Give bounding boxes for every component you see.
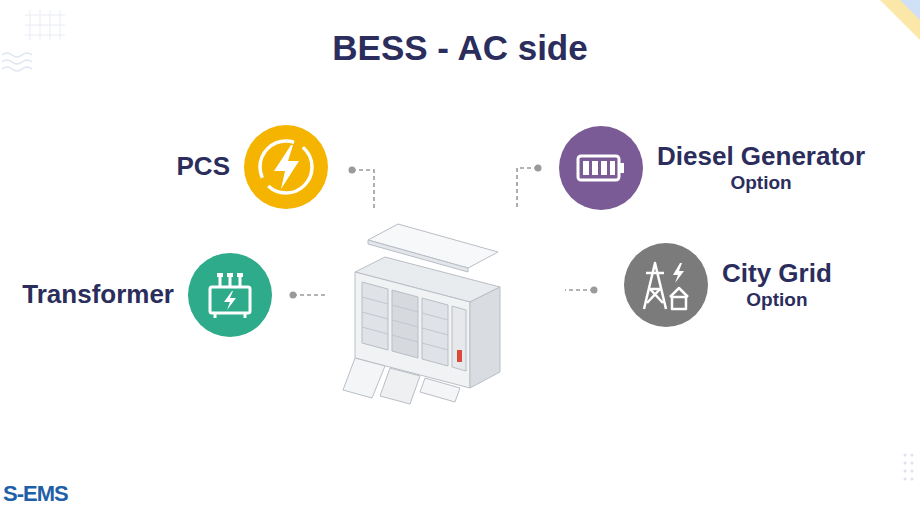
node-label: Diesel GeneratorOption — [657, 142, 865, 195]
node-heading: PCS — [177, 152, 230, 182]
node-icon — [559, 126, 643, 210]
diagram-title: BESS - AC side — [0, 28, 920, 68]
node-subtext: Option — [657, 172, 865, 195]
node-heading: Transformer — [22, 280, 174, 310]
node-label: City GridOption — [722, 259, 832, 312]
node-icon — [624, 243, 708, 327]
bess-container — [343, 224, 500, 404]
node-icon — [188, 253, 272, 337]
node-subtext: Option — [722, 289, 832, 312]
node-label: Transformer — [22, 280, 174, 310]
icon-circle: Transformer — [188, 253, 272, 337]
icon-circle: Diesel GeneratorOption — [559, 126, 643, 210]
node-icon — [244, 125, 328, 209]
node-heading: City Grid — [722, 259, 832, 289]
corner-dots — [904, 454, 914, 481]
node-label: PCS — [177, 152, 230, 182]
corner-grid — [25, 10, 65, 40]
watermark: S-EMS — [3, 481, 68, 507]
node-heading: Diesel Generator — [657, 142, 865, 172]
corner-triangle — [900, 0, 920, 20]
icon-circle: City GridOption — [624, 243, 708, 327]
corner-waves — [2, 53, 32, 71]
icon-circle: PCS — [244, 125, 328, 209]
corner-triangle — [880, 0, 920, 40]
